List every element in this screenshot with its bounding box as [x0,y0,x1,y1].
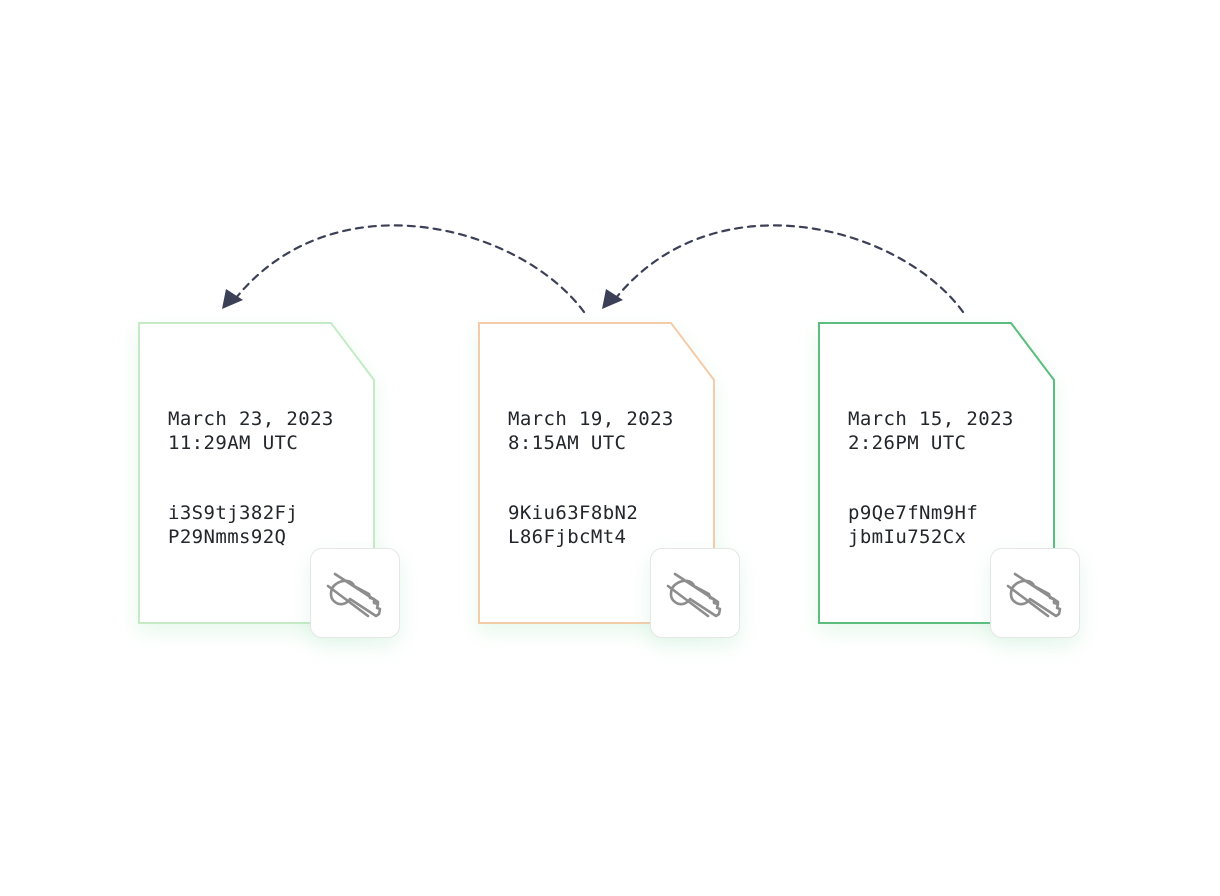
card-time: 11:29AM UTC [168,432,299,454]
arrow-head-card-2 [602,289,623,309]
key-id-line-1: i3S9tj382Fj [168,502,299,524]
arrow-card-2-to-card-1 [230,224,586,314]
card-time: 2:26PM UTC [848,432,967,454]
revoked-key-badge [650,548,740,638]
key-card-3: March 15, 2023 2:26PM UTC p9Qe7fNm9Hf jb… [818,322,1080,638]
key-id-line-1: 9Kiu63F8bN2 [508,502,639,524]
card-time: 8:15AM UTC [508,432,627,454]
revoked-key-icon [1006,572,1062,618]
key-id-line-1: p9Qe7fNm9Hf [848,502,979,524]
revoked-key-badge [310,548,400,638]
key-id-line-2: jbmIu752Cx [848,526,967,548]
revoked-key-badge [990,548,1080,638]
key-id-line-2: P29Nmms92Q [168,526,287,548]
key-card-1: March 23, 2023 11:29AM UTC i3S9tj382Fj P… [138,322,400,638]
revoked-key-icon [326,572,382,618]
key-id-line-2: L86FjbcMt4 [508,526,627,548]
document-card-shape [138,322,375,624]
card-date: March 23, 2023 [168,408,334,430]
card-text: March 15, 2023 2:26PM UTC p9Qe7fNm9Hf jb… [848,407,1014,549]
card-text: March 19, 2023 8:15AM UTC 9Kiu63F8bN2 L8… [508,407,674,549]
arrow-head-card-1 [222,289,243,309]
document-card-shape [478,322,715,624]
card-date: March 19, 2023 [508,408,674,430]
card-text: March 23, 2023 11:29AM UTC i3S9tj382Fj P… [168,407,334,549]
arrow-card-3-to-card-2 [610,224,965,314]
card-date: March 15, 2023 [848,408,1014,430]
key-card-2: March 19, 2023 8:15AM UTC 9Kiu63F8bN2 L8… [478,322,740,638]
document-card-shape [818,322,1055,624]
revoked-key-icon [666,572,722,618]
